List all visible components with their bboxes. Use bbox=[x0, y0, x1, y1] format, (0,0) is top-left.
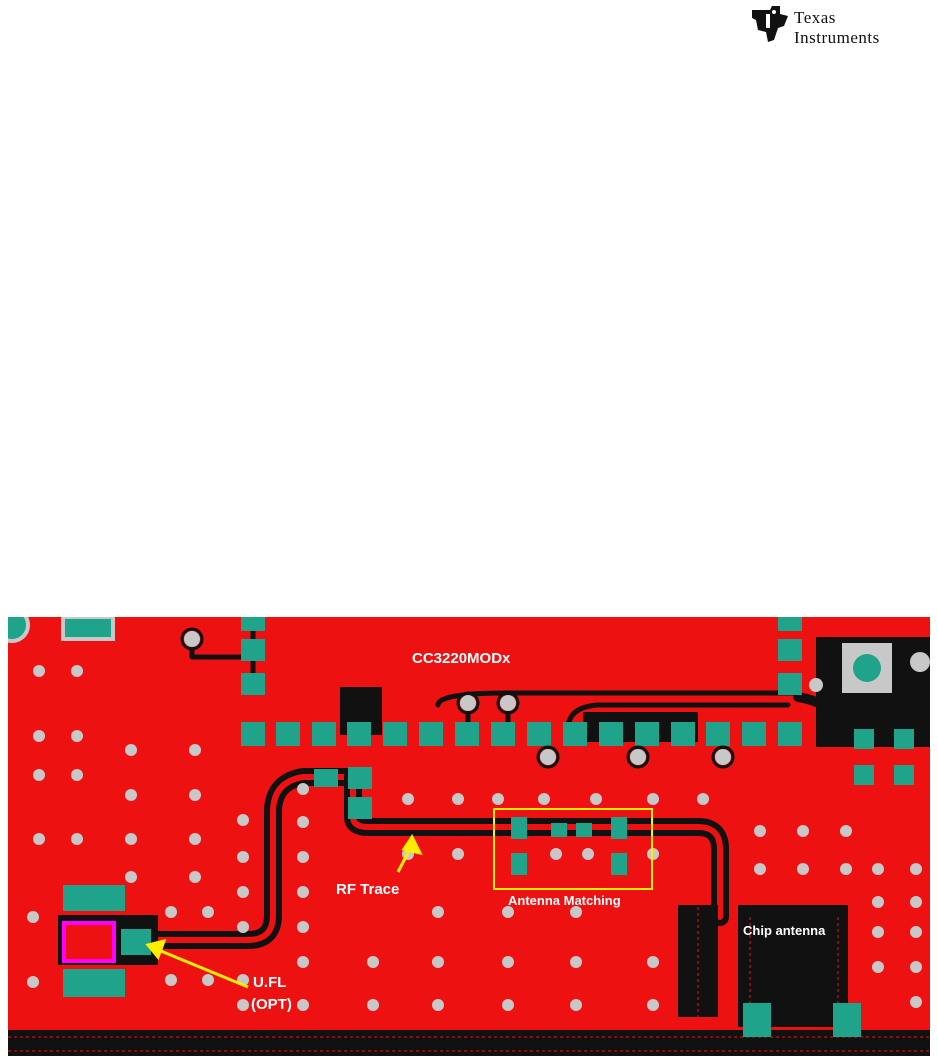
ground-strip bbox=[8, 1030, 930, 1056]
ufl-label: U.FL bbox=[253, 974, 286, 991]
logo-line-2: Instruments bbox=[794, 28, 880, 47]
rf-trace-label: RF Trace bbox=[336, 881, 399, 898]
ufl-outline bbox=[62, 921, 116, 963]
antenna-matching-box bbox=[493, 808, 653, 890]
antenna-matching-label: Antenna Matching bbox=[508, 893, 621, 908]
pad-row bbox=[63, 617, 914, 1037]
ti-logo-icon bbox=[752, 6, 788, 42]
annotation-arrows bbox=[145, 834, 423, 989]
ti-logo: Texas Instruments bbox=[748, 0, 938, 52]
logo-line-1: Texas bbox=[794, 8, 836, 27]
chip-antenna-label: Chip antenna bbox=[743, 923, 826, 938]
module-label: CC3220MODx bbox=[412, 650, 511, 667]
pcb-layout-diagram: CC3220MODx RF Trace Antenna Matching Chi… bbox=[8, 617, 930, 1056]
opt-label: (OPT) bbox=[251, 996, 292, 1013]
via-group bbox=[27, 631, 930, 1011]
